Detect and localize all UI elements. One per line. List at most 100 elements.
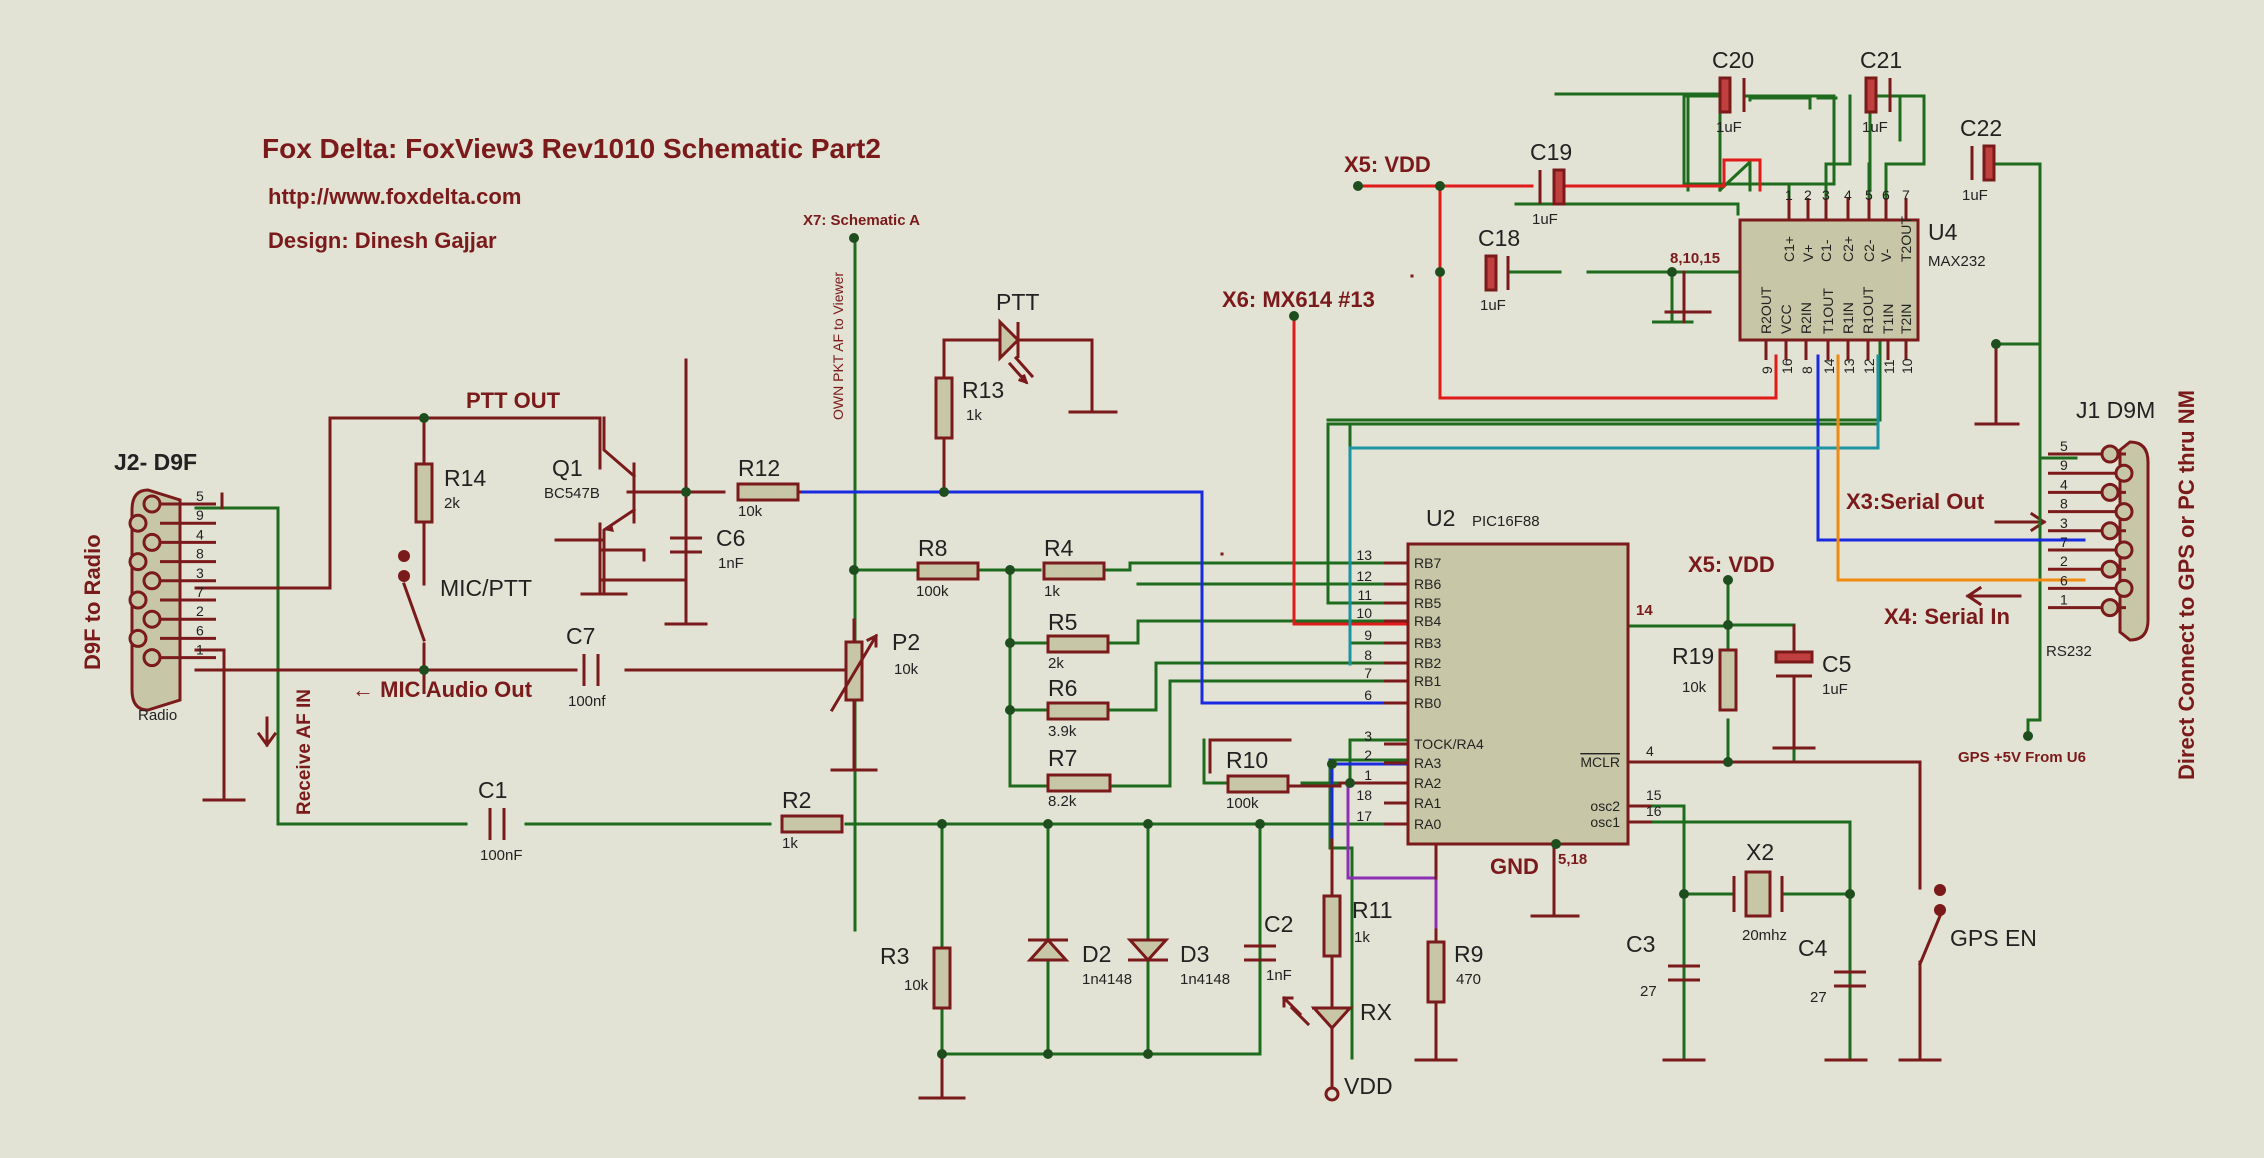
c6-ref: C6 — [716, 525, 745, 551]
j2-pin-hole — [128, 628, 148, 648]
resistor-r9[interactable]: R9 470 — [1426, 940, 1483, 1004]
r9-value: 470 — [1456, 971, 1481, 988]
net-gnd-pins: 5,18 — [1558, 851, 1587, 868]
diode-d3[interactable]: D3 1n4148 — [1126, 938, 1230, 988]
resistor-r11[interactable]: R11 1k — [1322, 894, 1393, 958]
capacitor-c6[interactable]: C6 1nF — [670, 490, 745, 626]
j2-pin-hole — [142, 648, 162, 668]
u4-pin-name: R2IN — [1798, 302, 1814, 334]
u2-pin-name: MCLR — [1580, 754, 1620, 770]
teal-net-rb2 — [1348, 354, 1880, 666]
resistor-r13[interactable]: R13 1k — [934, 376, 1004, 440]
r8-ref: R8 — [918, 535, 947, 561]
capacitor-c20[interactable]: C20 1uF — [1712, 47, 1754, 136]
junction-dot — [1327, 759, 1337, 769]
resistor-r19[interactable]: R19 10k — [1672, 643, 1738, 712]
junction-dot — [1043, 1049, 1053, 1059]
potentiometer-p2[interactable]: P2 10k — [829, 618, 920, 772]
c19-value: 1uF — [1532, 211, 1558, 228]
switch-gps-en[interactable]: GPS EN — [1918, 884, 2037, 966]
u2-pin-name: RB6 — [1414, 576, 1441, 592]
u2-pin-number: 9 — [1364, 627, 1372, 643]
r14-ref: R14 — [444, 465, 486, 491]
resistor-r4[interactable]: R4 1k — [1042, 535, 1106, 600]
j1-pin-number: 9 — [2060, 457, 2068, 473]
d3-value: 1n4148 — [1180, 971, 1230, 988]
q1-value: BC547B — [544, 485, 600, 502]
c20-value: 1uF — [1716, 119, 1742, 136]
r13-value: 1k — [966, 407, 982, 424]
junction-dot — [937, 819, 947, 829]
u2-pin-number: 10 — [1356, 605, 1372, 621]
c7-ref: C7 — [566, 623, 595, 649]
r5-ref: R5 — [1048, 609, 1077, 635]
junction-dot — [1005, 565, 1015, 575]
u4-pin-number: 8 — [1799, 366, 1815, 374]
junction-dot — [1143, 819, 1153, 829]
net-ptt-out: PTT OUT — [466, 388, 561, 413]
resistor-r7[interactable]: R7 8.2k — [1046, 745, 1112, 810]
capacitor-c19[interactable]: C19 1uF — [1530, 139, 1572, 228]
j2-pin-hole — [142, 532, 162, 552]
capacitor-c21[interactable]: C21 1uF — [1860, 47, 1902, 136]
green-nets — [194, 92, 1922, 1062]
diode-d2[interactable]: D2 1n4148 — [1026, 937, 1132, 988]
r19-value: 10k — [1682, 679, 1707, 696]
junction-dot — [1991, 339, 2001, 349]
resistor-r6[interactable]: R6 3.9k — [1046, 675, 1110, 740]
capacitor-c7[interactable]: C7 100nf — [566, 623, 606, 710]
crystal-x2[interactable]: X2 20mhz — [1732, 839, 1787, 944]
led-rx[interactable]: RX VDD — [1281, 995, 1393, 1102]
j1-pin-hole — [2114, 578, 2134, 598]
junction-dot — [849, 565, 859, 575]
gps-switch-ref: GPS EN — [1950, 925, 2037, 951]
u2-pin-number: 16 — [1646, 803, 1662, 819]
ic-u4-max232[interactable]: U4 MAX232 C1+1V+2C1-3C2+4C2-5V-6T2OUT7R2… — [1738, 187, 1986, 374]
resistor-r3[interactable]: R3 10k — [880, 943, 952, 1010]
capacitor-c22[interactable]: C22 1uF — [1960, 115, 2002, 204]
j1-pin-hole — [2100, 521, 2120, 541]
ic-u2-pic16f88[interactable]: U2 PIC16F88 RB713RB612RB511RB410RB39RB28… — [1356, 505, 1662, 846]
capacitor-c18[interactable]: C18 1uF — [1478, 225, 1520, 314]
resistor-r8[interactable]: R8 100k — [916, 535, 980, 600]
junction-dot — [681, 487, 691, 497]
r2-ref: R2 — [782, 787, 811, 813]
designer-credit: Design: Dinesh Gajjar — [268, 228, 497, 253]
capacitor-c1[interactable]: C1 100nF — [478, 777, 523, 864]
net-x6: X6: MX614 #13 — [1222, 287, 1375, 312]
capacitor-c5[interactable]: C5 1uF — [1772, 624, 1851, 750]
capacitor-c3[interactable]: C3 27 — [1626, 931, 1700, 1000]
resistor-r5[interactable]: R5 2k — [1046, 609, 1110, 672]
u4-pin-name: R1IN — [1840, 302, 1856, 334]
j2-pin-number: 7 — [196, 584, 204, 600]
j1-pin-number: 8 — [2060, 496, 2068, 512]
capacitor-c4[interactable]: C4 27 — [1798, 935, 1866, 1006]
u2-pin-number: 8 — [1364, 647, 1372, 663]
u4-pin-name: R2OUT — [1758, 286, 1774, 334]
u4-pin-number: 9 — [1759, 366, 1775, 374]
j1-pin-number: 3 — [2060, 515, 2068, 531]
terminal-dot — [1723, 575, 1733, 585]
d2-ref: D2 — [1082, 941, 1111, 967]
d2-value: 1n4148 — [1082, 971, 1132, 988]
capacitor-c2[interactable]: C2 1nF — [1244, 911, 1293, 984]
j1-pin-hole — [2114, 540, 2134, 560]
resistor-r10[interactable]: R10 100k — [1226, 747, 1290, 812]
transistor-q1[interactable]: Q1 BC547B — [544, 416, 688, 596]
u2-pin-name: RA1 — [1414, 795, 1441, 811]
resistor-r14[interactable]: R14 2k — [414, 462, 486, 524]
c2-ref: C2 — [1264, 911, 1293, 937]
r6-value: 3.9k — [1048, 723, 1077, 740]
switch-mic-ptt[interactable]: MIC/PTT — [398, 550, 532, 642]
serial-in-arrow-icon — [1965, 585, 2022, 607]
u4-pin-name: T2OUT — [1898, 216, 1914, 262]
r13-ref: R13 — [962, 377, 1004, 403]
website-url[interactable]: http://www.foxdelta.com — [268, 184, 521, 209]
u2-pin-number: 1 — [1364, 767, 1372, 783]
resistor-r12[interactable]: R12 10k — [736, 455, 800, 520]
r10-ref: R10 — [1226, 747, 1268, 773]
resistor-r2[interactable]: R2 1k — [780, 787, 844, 852]
u2-ref: U2 — [1426, 505, 1455, 531]
